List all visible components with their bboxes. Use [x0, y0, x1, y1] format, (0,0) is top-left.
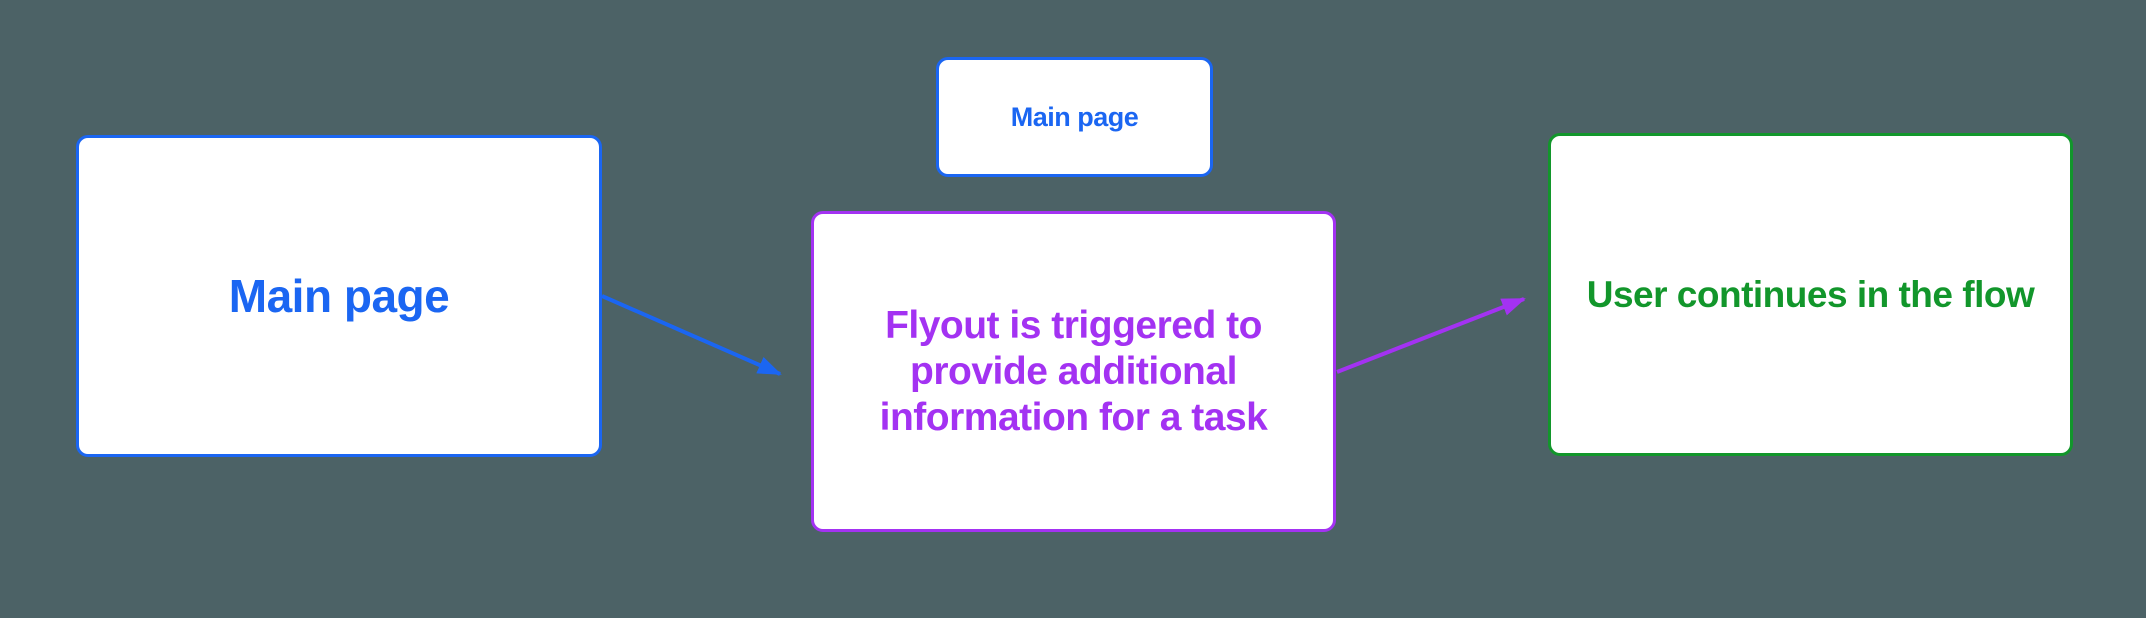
- node-main-page[interactable]: Main page: [76, 135, 602, 457]
- connector-flyout-to-continue[interactable]: [1336, 297, 1526, 374]
- node-flyout[interactable]: Flyout is triggered to provide additiona…: [811, 211, 1336, 532]
- connector-main-to-flyout[interactable]: [601, 294, 782, 376]
- node-user-continues[interactable]: User continues in the flow: [1548, 133, 2073, 456]
- node-main-page-small-label: Main page: [1010, 101, 1139, 132]
- node-flyout-label: Flyout is triggered to provide additiona…: [879, 303, 1268, 439]
- node-main-page-small[interactable]: Main page: [936, 57, 1213, 177]
- node-user-continues-label: User continues in the flow: [1586, 273, 2035, 315]
- node-main-page-label: Main page: [228, 270, 450, 322]
